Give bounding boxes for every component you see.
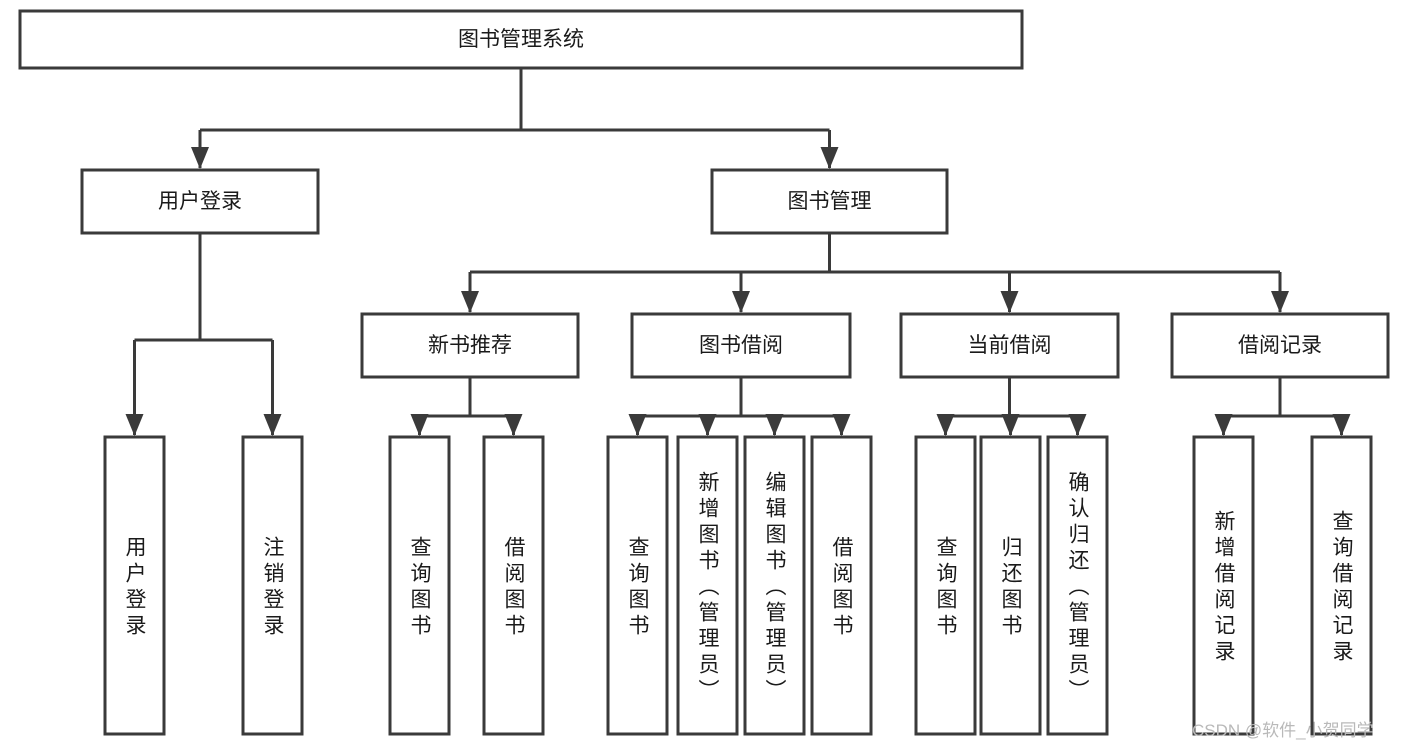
- arrow-head-icon-leaf-query-book-3: [936, 414, 955, 436]
- arrow-head-icon-borrow-record: [1271, 291, 1289, 313]
- watermark: CSDN @软件_小贺同学: [1192, 721, 1374, 740]
- node-new-book-rec[interactable]: [360, 312, 580, 379]
- leaf-leaf-edit-book[interactable]: [743, 435, 806, 736]
- arrow-head-icon-leaf-borrow-book-1: [504, 414, 523, 436]
- leaf-leaf-query-record[interactable]: [1310, 435, 1373, 736]
- node-label-user-login: 用户登录: [158, 190, 242, 213]
- node-book-borrow[interactable]: [630, 312, 852, 379]
- arrow-head-icon-current-borrow: [1000, 291, 1019, 313]
- leaf-leaf-user-logout[interactable]: [241, 435, 304, 736]
- arrow-head-icon-user-login: [191, 147, 209, 169]
- leaf-leaf-query-book-2[interactable]: [606, 435, 669, 736]
- arrow-head-icon-leaf-return-book: [1001, 414, 1020, 436]
- leaf-leaf-query-book-1[interactable]: [388, 435, 451, 736]
- box-layer: [18, 9, 1390, 736]
- leaf-leaf-return-book[interactable]: [979, 435, 1042, 736]
- leaf-leaf-borrow-book-1[interactable]: [482, 435, 545, 736]
- node-label-new-book-rec: 新书推荐: [428, 334, 512, 357]
- arrow-head-icon-leaf-edit-book: [765, 414, 784, 436]
- arrow-head-icon-book-borrow: [732, 291, 750, 313]
- node-user-login[interactable]: [80, 168, 320, 235]
- leaf-leaf-user-login[interactable]: [103, 435, 166, 736]
- arrow-head-icon-leaf-user-login: [125, 414, 144, 436]
- arrow-head-icon-book-manage: [820, 147, 839, 169]
- connector-layer: [125, 68, 1351, 436]
- node-root[interactable]: [18, 9, 1024, 70]
- node-current-borrow[interactable]: [899, 312, 1120, 379]
- leaf-leaf-confirm-return[interactable]: [1046, 435, 1109, 736]
- arrow-head-icon-leaf-borrow-book-2: [832, 414, 851, 436]
- arrow-head-icon-leaf-confirm-return: [1068, 414, 1087, 436]
- node-book-manage[interactable]: [710, 168, 949, 235]
- node-label-root: 图书管理系统: [458, 28, 584, 51]
- node-label-book-borrow: 图书借阅: [699, 334, 783, 357]
- arrow-head-icon-leaf-query-book-1: [410, 414, 429, 436]
- node-label-borrow-record: 借阅记录: [1238, 334, 1322, 357]
- arrow-head-icon-leaf-query-book-2: [628, 414, 647, 436]
- arrow-head-icon-leaf-user-logout: [263, 414, 282, 436]
- node-borrow-record[interactable]: [1170, 312, 1390, 379]
- leaf-leaf-add-book[interactable]: [676, 435, 739, 736]
- leaf-leaf-borrow-book-2[interactable]: [810, 435, 873, 736]
- node-label-current-borrow: 当前借阅: [968, 334, 1052, 357]
- arrow-head-icon-leaf-add-record: [1214, 414, 1233, 436]
- arrow-head-icon-leaf-add-book: [698, 414, 717, 436]
- arrow-head-icon-leaf-query-record: [1332, 414, 1351, 436]
- leaf-leaf-add-record[interactable]: [1192, 435, 1255, 736]
- node-label-book-manage: 图书管理: [788, 190, 872, 213]
- leaf-leaf-query-book-3[interactable]: [914, 435, 977, 736]
- arrow-head-icon-new-book-rec: [461, 291, 479, 313]
